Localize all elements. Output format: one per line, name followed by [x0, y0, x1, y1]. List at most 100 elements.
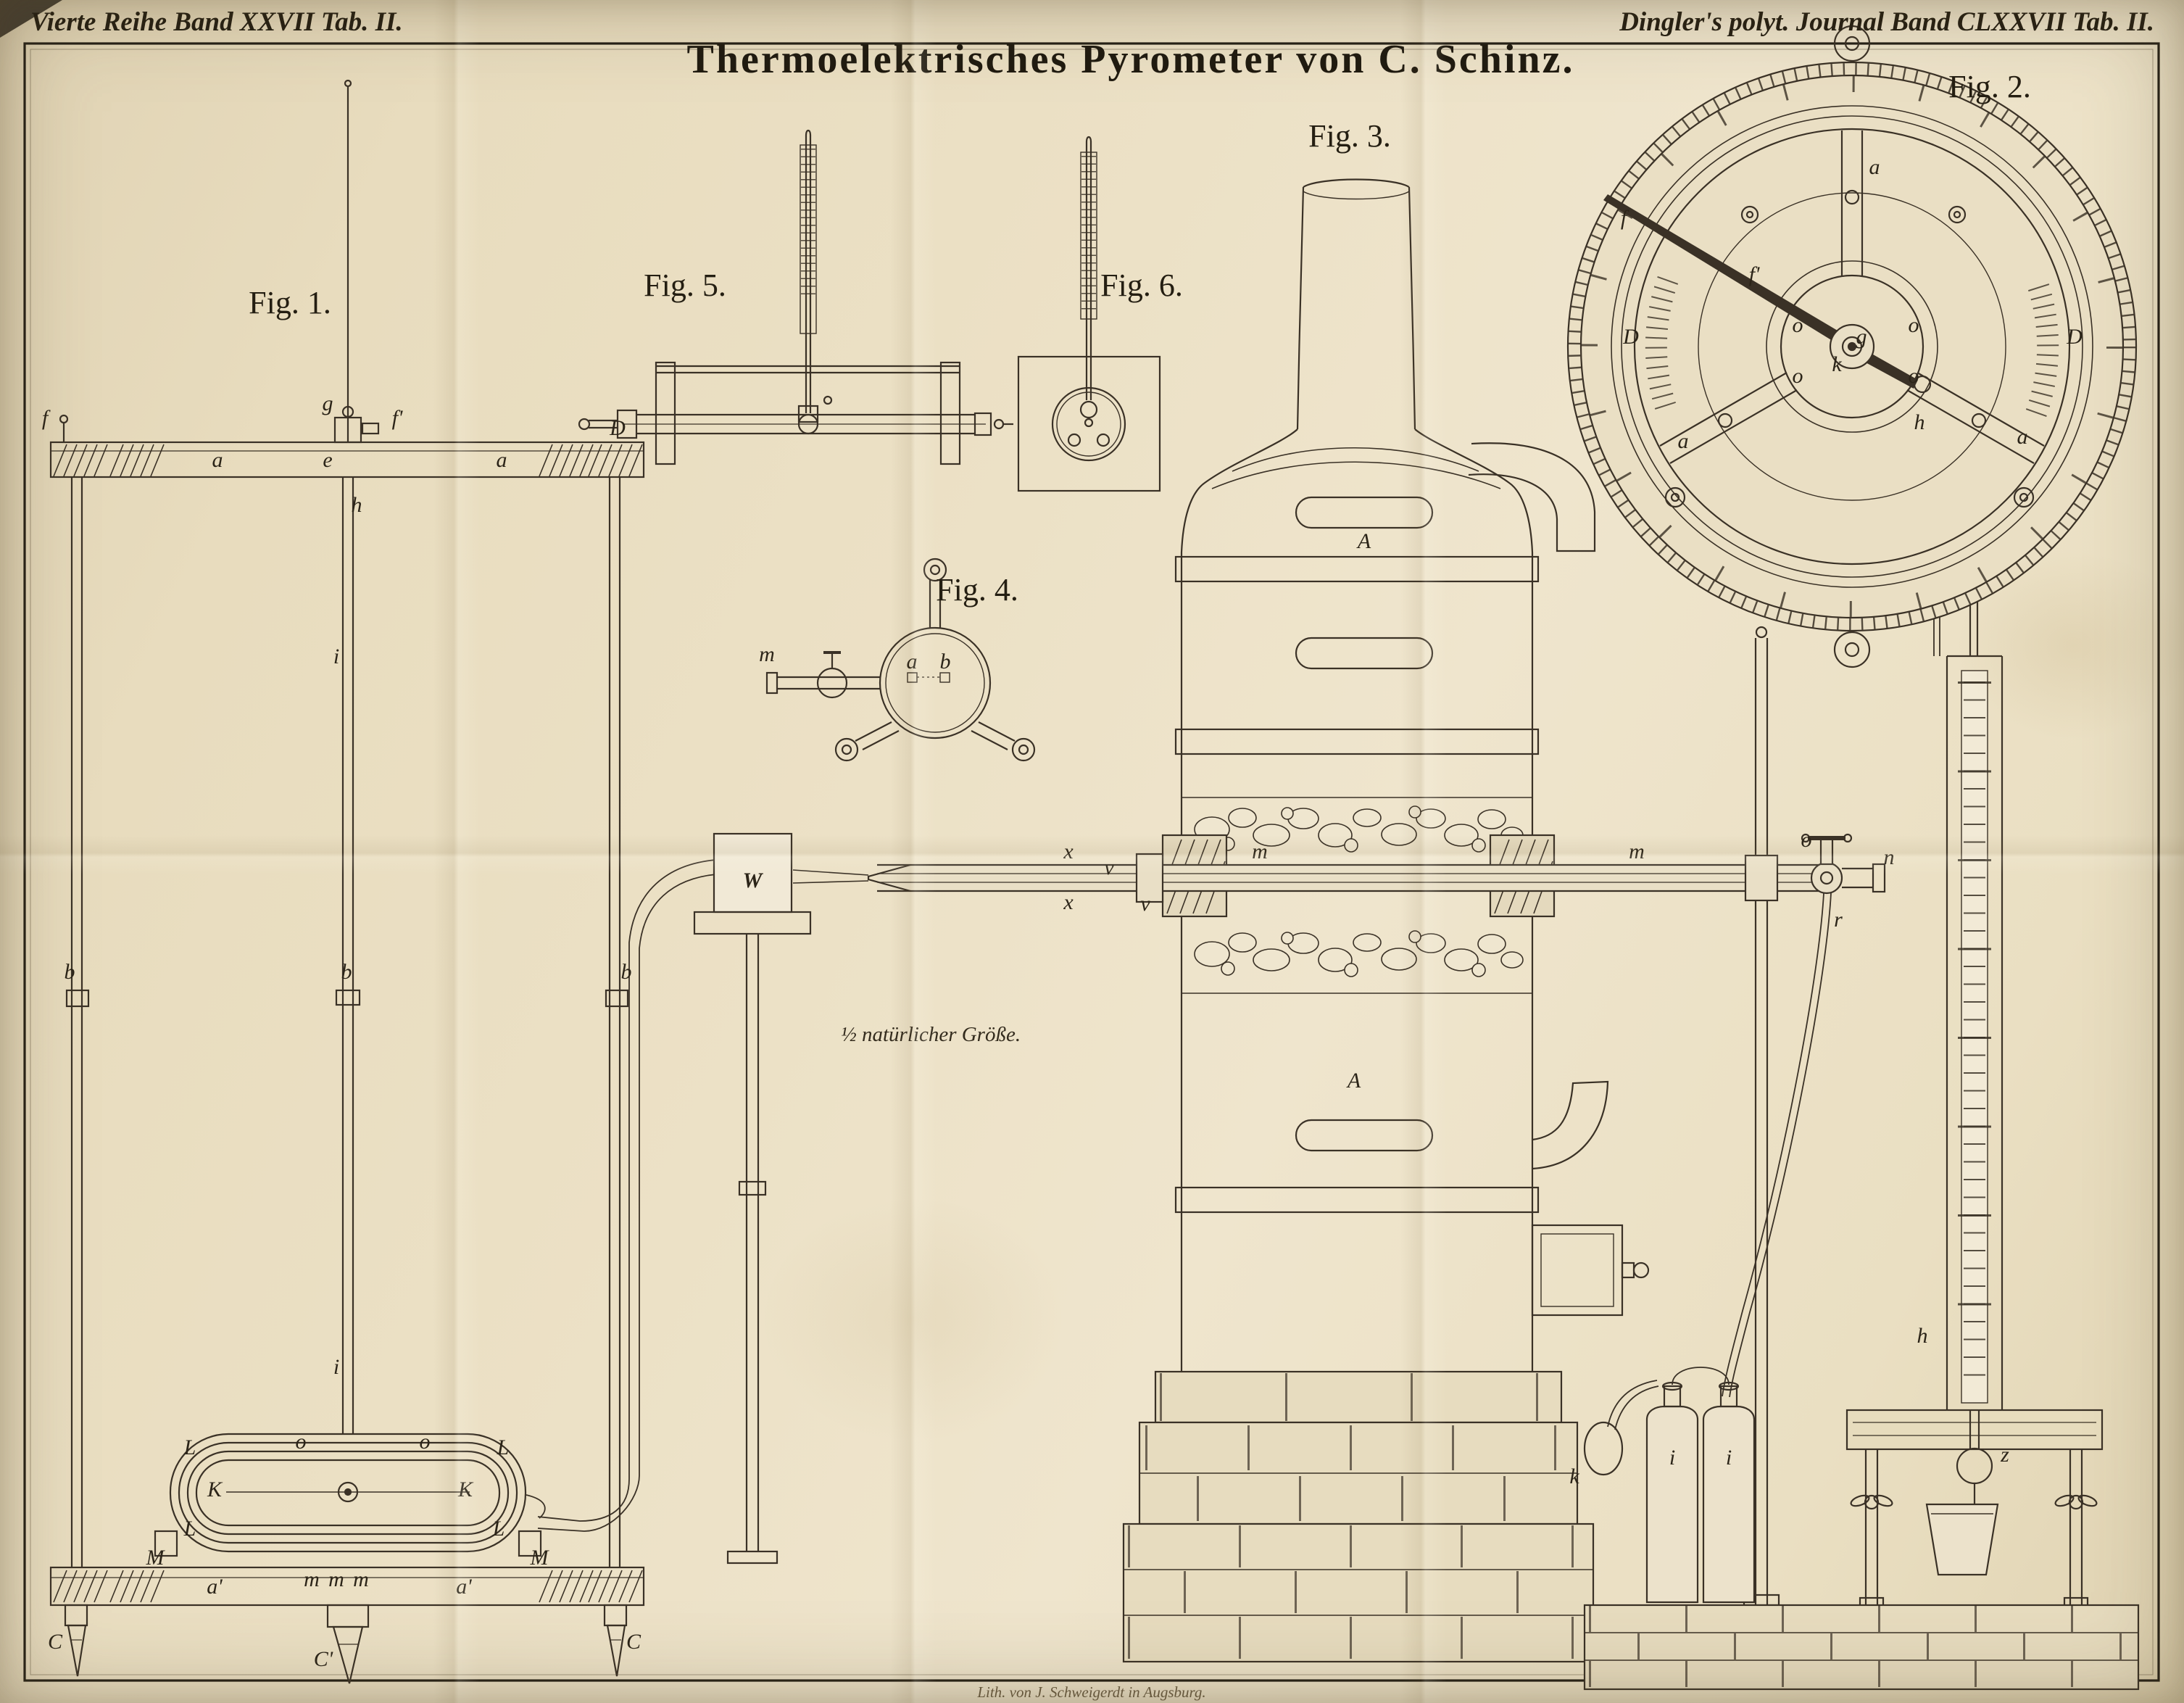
wash-bottles [1583, 1367, 1756, 1604]
part-label: a [212, 448, 223, 472]
fig4-label: Fig. 4. [936, 572, 1018, 608]
fig3-furnace [1122, 178, 1650, 1663]
part-label: b [65, 960, 75, 984]
furnace-chimney [1296, 178, 1416, 430]
part-label: k [1569, 1464, 1579, 1488]
part-label: b [621, 960, 632, 984]
fig1-apparatus [49, 79, 717, 1684]
part-label: a [1678, 429, 1689, 453]
part-label: o [296, 1430, 307, 1454]
mount-ear-top [1833, 25, 1871, 62]
part-label: D [1622, 325, 1639, 349]
manometer [1845, 309, 2104, 1608]
part-label: x [1063, 890, 1074, 914]
part-label: m [304, 1567, 320, 1591]
furnace-pedestal [1122, 1370, 1595, 1663]
furnace-door [1531, 1224, 1650, 1317]
fig1-top-beam [49, 441, 645, 478]
part-label: f [42, 406, 51, 430]
part-label: o [1909, 313, 1919, 337]
part-label: M [146, 1546, 166, 1570]
fig5-thermometer [797, 129, 819, 435]
fig4-apparatus [765, 558, 1036, 762]
mount-ear-bottom [1833, 631, 1871, 668]
part-label: L [183, 1517, 196, 1541]
plate-border [23, 42, 2160, 1682]
part-label: M [530, 1546, 550, 1570]
part-label: z [2000, 1443, 2009, 1467]
part-label: C [626, 1630, 642, 1654]
fig6-apparatus [1017, 136, 1161, 492]
part-label: i [1726, 1446, 1732, 1470]
part-label: h [352, 493, 362, 517]
part-label: o [1909, 364, 1919, 388]
part-label: a' [456, 1575, 472, 1599]
dial-graduations [1569, 63, 2135, 630]
fig1-label: Fig. 1. [249, 285, 331, 320]
part-label: L [492, 1517, 505, 1541]
fig2-dial [1566, 25, 2138, 668]
probe-tube [867, 853, 1827, 903]
furnace-dome [1180, 428, 1596, 553]
furnace-duct [1532, 1080, 1609, 1170]
header-left: Vierte Reihe Band XXVII Tab. II. [30, 7, 403, 37]
part-label: m [353, 1567, 369, 1591]
part-label: L [183, 1435, 196, 1459]
scale-note: ½ natürlicher Größe. [841, 1023, 1021, 1046]
part-label: b [940, 650, 951, 674]
part-label: K [457, 1478, 474, 1501]
plate-title: Thermoelektrisches Pyrometer von C. Schi… [687, 37, 1575, 82]
w-box-stand [693, 832, 869, 1565]
part-label: h [1917, 1324, 1928, 1348]
fig5-apparatus [578, 129, 1013, 465]
part-label: a [907, 650, 918, 674]
part-label: k [1832, 352, 1842, 376]
furnace-fire-chamber [1161, 797, 1556, 994]
fig1-wires [526, 859, 717, 1532]
part-label: D [2066, 325, 2083, 349]
part-label: m [759, 642, 775, 666]
fig3-label: Fig. 3. [1308, 118, 1391, 154]
part-label: C [48, 1630, 63, 1654]
part-label: m [328, 1567, 344, 1591]
part-label: o [1793, 313, 1803, 337]
part-label: a' [207, 1575, 223, 1599]
dial-arms [1659, 130, 2045, 464]
part-label: g [1856, 325, 1867, 349]
fig5-label: Fig. 5. [644, 268, 726, 303]
part-label: b [341, 960, 352, 984]
part-label: i [1669, 1446, 1675, 1470]
part-label: L [497, 1435, 510, 1459]
part-label: K [207, 1478, 223, 1501]
part-label: r [1834, 908, 1843, 932]
fig1-galvanometer-coil [154, 1433, 542, 1557]
fig1-central-rod [335, 477, 361, 1434]
plate-border-inner [30, 49, 2154, 1675]
part-label: g [323, 391, 333, 415]
lithographer-imprint: Lith. von J. Schweigerdt in Augsburg. [976, 1683, 1205, 1701]
fig6-label: Fig. 6. [1100, 268, 1183, 303]
fig1-legs [65, 477, 629, 1567]
part-label: W [743, 869, 764, 892]
part-label: o [420, 1430, 431, 1454]
valve-assembly [1722, 833, 1886, 1398]
part-label: f' [392, 406, 403, 430]
part-label: o [1801, 828, 1812, 852]
part-label: a [1869, 155, 1880, 179]
part-label: m [1252, 840, 1268, 863]
part-label: h [1914, 410, 1925, 434]
part-label: x [1063, 840, 1074, 863]
part-label: o [1793, 364, 1803, 388]
part-label: n [1884, 845, 1895, 869]
suction-bulb [1583, 1421, 1624, 1476]
part-label: f' [1749, 262, 1760, 286]
header-right: Dingler's polyt. Journal Band CLXXVII Ta… [1619, 7, 2154, 37]
brick-platform [1583, 1604, 2140, 1691]
part-label: i [333, 1355, 339, 1379]
part-label: D [609, 416, 626, 440]
part-label: C' [314, 1647, 333, 1671]
part-label: v [1140, 892, 1150, 916]
